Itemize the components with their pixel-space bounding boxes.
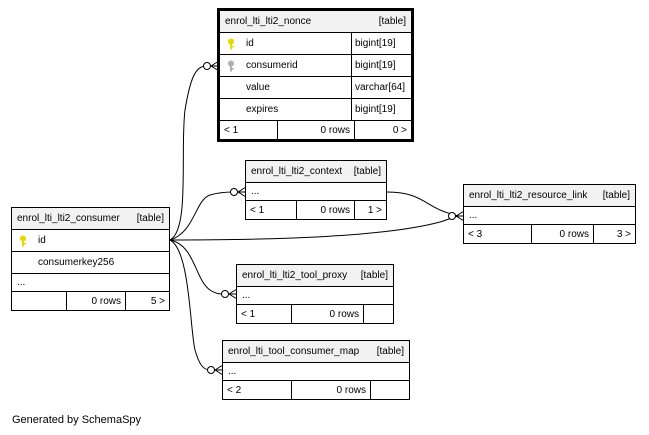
- key-icon: [225, 38, 237, 50]
- table-header: enrol_lti_lti2_resource_link [table]: [464, 185, 635, 207]
- table-type-tag: [table]: [602, 190, 630, 201]
- edge-consumer-tool-consumer-map: [169, 239, 223, 371]
- parents-link[interactable]: < 1: [241, 308, 256, 320]
- column-type: bigint[19]: [351, 99, 411, 120]
- column-name: expires: [246, 104, 279, 115]
- blank-key-slot: [17, 257, 29, 269]
- table-tool-consumer-map[interactable]: enrol_lti_tool_consumer_map [table] ... …: [222, 340, 410, 400]
- table-name[interactable]: enrol_lti_lti2_consumer: [17, 213, 120, 224]
- edge-consumer-tool-proxy: [169, 239, 237, 295]
- row-count: 0 rows: [277, 121, 354, 139]
- parents-link[interactable]: [12, 292, 66, 310]
- row-count: 0 rows: [296, 201, 354, 219]
- table-header: enrol_lti_tool_consumer_map [table]: [223, 341, 409, 363]
- column-row[interactable]: consumerid bigint[19]: [220, 55, 411, 77]
- column-type: varchar[64]: [351, 77, 411, 98]
- column-name: value: [246, 82, 270, 93]
- table-consumer[interactable]: enrol_lti_lti2_consumer [table] id consu…: [11, 207, 170, 311]
- column-row[interactable]: id: [12, 230, 169, 252]
- edge-end-optional-marker: [230, 188, 238, 196]
- column-type: bigint[19]: [351, 33, 411, 54]
- column-row[interactable]: consumerkey256: [12, 252, 169, 274]
- parents-link[interactable]: < 2: [227, 384, 242, 396]
- table-name[interactable]: enrol_lti_lti2_resource_link: [469, 190, 588, 201]
- column-row[interactable]: value varchar[64]: [220, 77, 411, 99]
- children-link[interactable]: 5 >: [125, 292, 169, 310]
- column-name: consumerkey256: [38, 257, 115, 268]
- column-row[interactable]: expires bigint[19]: [220, 99, 411, 121]
- table-footer: < 1 0 rows 0 >: [220, 121, 411, 139]
- table-footer: 0 rows 5 >: [12, 292, 169, 310]
- children-link[interactable]: [370, 381, 409, 399]
- column-name: consumerid: [246, 60, 298, 71]
- table-resource-link[interactable]: enrol_lti_lti2_resource_link [table] ...…: [463, 184, 636, 244]
- column-type: bigint[19]: [351, 55, 411, 76]
- edge-end-optional-marker: [207, 366, 215, 374]
- more-columns[interactable]: ...: [223, 363, 409, 381]
- table-type-tag: [table]: [360, 270, 388, 281]
- row-count: 0 rows: [66, 292, 125, 310]
- key-icon: [17, 235, 29, 247]
- parents-link[interactable]: < 1: [224, 124, 239, 136]
- table-footer: < 1 0 rows: [237, 305, 393, 323]
- table-footer: < 1 0 rows 1 >: [246, 201, 386, 219]
- table-header: enrol_lti_lti2_tool_proxy [table]: [237, 265, 393, 287]
- edge-end-optional-marker: [448, 212, 456, 220]
- table-type-tag: [table]: [378, 16, 406, 27]
- edge-end-crowfoot-marker: [237, 186, 247, 198]
- column-name: id: [246, 38, 254, 49]
- edge-end-crowfoot-marker: [455, 210, 465, 222]
- row-count: 0 rows: [291, 381, 370, 399]
- edge-consumer-nonce: [169, 65, 219, 241]
- blank-key-slot: [225, 82, 237, 94]
- row-count: 0 rows: [531, 225, 593, 243]
- table-tool-proxy[interactable]: enrol_lti_lti2_tool_proxy [table] ... < …: [236, 264, 394, 324]
- foreign-key-icon: [225, 60, 237, 72]
- more-columns[interactable]: ...: [246, 183, 386, 201]
- edge-end-optional-marker: [203, 62, 211, 70]
- table-type-tag: [table]: [136, 213, 164, 224]
- parents-link[interactable]: < 3: [468, 228, 483, 240]
- edge-end-crowfoot-marker: [214, 364, 224, 376]
- more-columns[interactable]: ...: [464, 207, 635, 225]
- children-link[interactable]: [363, 305, 393, 323]
- table-header: enrol_lti_lti2_context [table]: [246, 161, 386, 183]
- table-footer: < 2 0 rows: [223, 381, 409, 399]
- blank-key-slot: [225, 104, 237, 116]
- table-type-tag: [table]: [353, 166, 381, 177]
- table-name[interactable]: enrol_lti_lti2_context: [251, 166, 343, 177]
- table-type-tag: [table]: [376, 346, 404, 357]
- column-row[interactable]: id bigint[19]: [220, 33, 411, 55]
- parents-link[interactable]: < 1: [250, 204, 265, 216]
- more-columns[interactable]: ...: [12, 274, 169, 292]
- table-header: enrol_lti_lti2_nonce [table]: [220, 11, 411, 33]
- column-name: id: [38, 235, 46, 246]
- children-link[interactable]: 1 >: [354, 201, 386, 219]
- children-link[interactable]: 3 >: [593, 225, 635, 243]
- table-name[interactable]: enrol_lti_lti2_nonce: [225, 16, 312, 27]
- row-count: 0 rows: [291, 305, 363, 323]
- generator-credit: Generated by SchemaSpy: [12, 414, 142, 426]
- table-name[interactable]: enrol_lti_tool_consumer_map: [228, 346, 360, 357]
- table-nonce[interactable]: enrol_lti_lti2_nonce [table] id bigint[1…: [217, 8, 414, 142]
- table-footer: < 3 0 rows 3 >: [464, 225, 635, 243]
- edge-context-resource-link: [386, 191, 461, 217]
- edge-end-optional-marker: [221, 290, 229, 298]
- more-columns[interactable]: ...: [237, 287, 393, 305]
- edge-end-crowfoot-marker: [228, 288, 238, 300]
- table-context[interactable]: enrol_lti_lti2_context [table] ... < 1 0…: [245, 160, 387, 220]
- table-header: enrol_lti_lti2_consumer [table]: [12, 208, 169, 230]
- table-name[interactable]: enrol_lti_lti2_tool_proxy: [242, 270, 348, 281]
- children-link[interactable]: 0 >: [354, 121, 411, 139]
